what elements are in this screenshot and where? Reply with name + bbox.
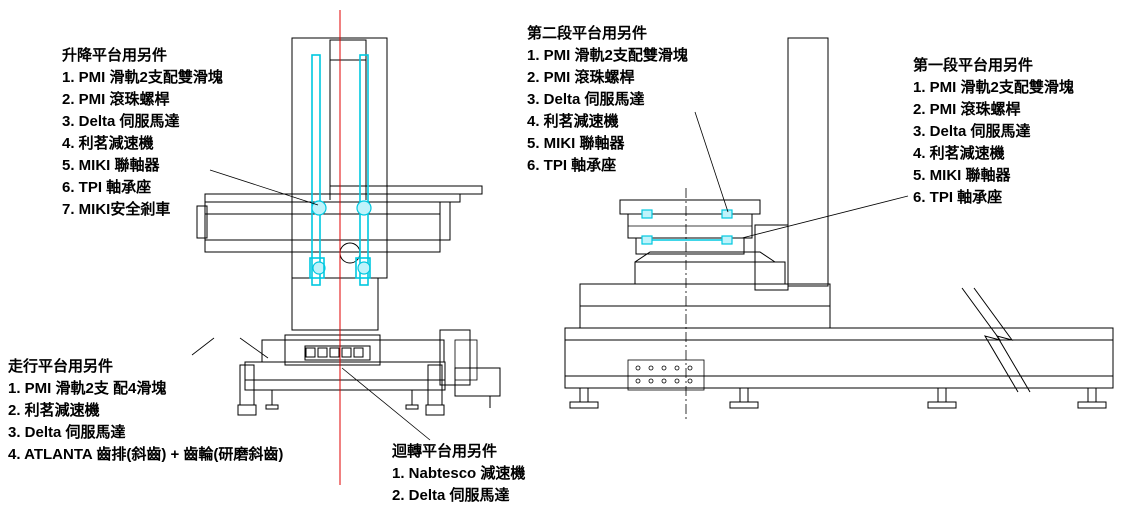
lift-part-5: 5. MIKI 聯軸器 bbox=[62, 156, 161, 174]
travel-part-1: 1. PMI 滑軌2支 配4滑塊 bbox=[8, 379, 166, 397]
lift-part-2: 2. PMI 滾珠螺桿 bbox=[62, 90, 170, 108]
lift-part-6: 6. TPI 軸承座 bbox=[62, 178, 151, 196]
lift-parts-title: 升降平台用另件 bbox=[62, 46, 167, 64]
stage1-part-6: 6. TPI 軸承座 bbox=[913, 188, 1002, 206]
stage1-part-2: 2. PMI 滾珠螺桿 bbox=[913, 100, 1021, 118]
stage1-part-1: 1. PMI 滑軌2支配雙滑塊 bbox=[913, 78, 1074, 96]
travel-leader-line-2 bbox=[239, 337, 269, 359]
stage-machine-drawing bbox=[564, 37, 1114, 420]
travel-part-2: 2. 利茗減速機 bbox=[8, 401, 100, 419]
rotary-part-2: 2. Delta 伺服馬達 bbox=[392, 486, 510, 504]
stage1-parts-list: 第一段平台用另件 1. PMI 滑軌2支配雙滑塊 2. PMI 滾珠螺桿 3. … bbox=[913, 56, 1074, 206]
travel-part-3: 3. Delta 伺服馬達 bbox=[8, 423, 126, 441]
stage1-part-5: 5. MIKI 聯軸器 bbox=[913, 166, 1012, 184]
stage2-part-2: 2. PMI 滾珠螺桿 bbox=[527, 68, 635, 86]
bolt-holes bbox=[635, 365, 693, 384]
stage1-part-4: 4. 利茗減速機 bbox=[913, 144, 1005, 162]
lift-part-3: 3. Delta 伺服馬達 bbox=[62, 112, 180, 130]
lift-platform-drawing bbox=[196, 37, 483, 331]
stage2-part-3: 3. Delta 伺服馬達 bbox=[527, 90, 645, 108]
stage2-part-5: 5. MIKI 聯軸器 bbox=[527, 134, 626, 152]
stage2-part-1: 1. PMI 滑軌2支配雙滑塊 bbox=[527, 46, 688, 64]
travel-parts-list: 走行平台用另件 1. PMI 滑軌2支 配4滑塊 2. 利茗減速機 3. Del… bbox=[8, 357, 283, 463]
rotary-part-1: 1. Nabtesco 減速機 bbox=[392, 464, 525, 482]
stage2-part-6: 6. TPI 軸承座 bbox=[527, 156, 616, 174]
lift-part-4: 4. 利茗減速機 bbox=[62, 134, 154, 152]
travel-part-4: 4. ATLANTA 齒排(斜齒) + 齒輪(研磨斜齒) bbox=[8, 445, 283, 463]
rotary-parts-list: 迴轉平台用另件 1. Nabtesco 減速機 2. Delta 伺服馬達 bbox=[391, 442, 525, 504]
lift-parts-list: 升降平台用另件 1. PMI 滑軌2支配雙滑塊 2. PMI 滾珠螺桿 3. D… bbox=[62, 46, 223, 218]
lift-part-1: 1. PMI 滑軌2支配雙滑塊 bbox=[62, 68, 223, 86]
travel-parts-title: 走行平台用另件 bbox=[8, 357, 113, 375]
travel-leader-line bbox=[191, 337, 215, 356]
lift-part-7: 7. MIKI安全剎車 bbox=[62, 200, 170, 218]
stage1-part-3: 3. Delta 伺服馬達 bbox=[913, 122, 1031, 140]
rotary-parts-title: 迴轉平台用另件 bbox=[391, 442, 497, 460]
stage1-parts-title: 第一段平台用另件 bbox=[913, 56, 1033, 74]
travel-platform-drawing bbox=[237, 329, 501, 416]
stage1-leader-line bbox=[741, 195, 909, 239]
stage2-parts-title: 第二段平台用另件 bbox=[527, 24, 647, 42]
stage2-leader-line bbox=[694, 111, 729, 213]
stage2-part-4: 4. 利茗減速機 bbox=[527, 112, 619, 130]
rotary-leader-line bbox=[341, 367, 431, 441]
stage2-parts-list: 第二段平台用另件 1. PMI 滑軌2支配雙滑塊 2. PMI 滾珠螺桿 3. … bbox=[527, 24, 688, 174]
lift-leader-line bbox=[209, 169, 319, 206]
